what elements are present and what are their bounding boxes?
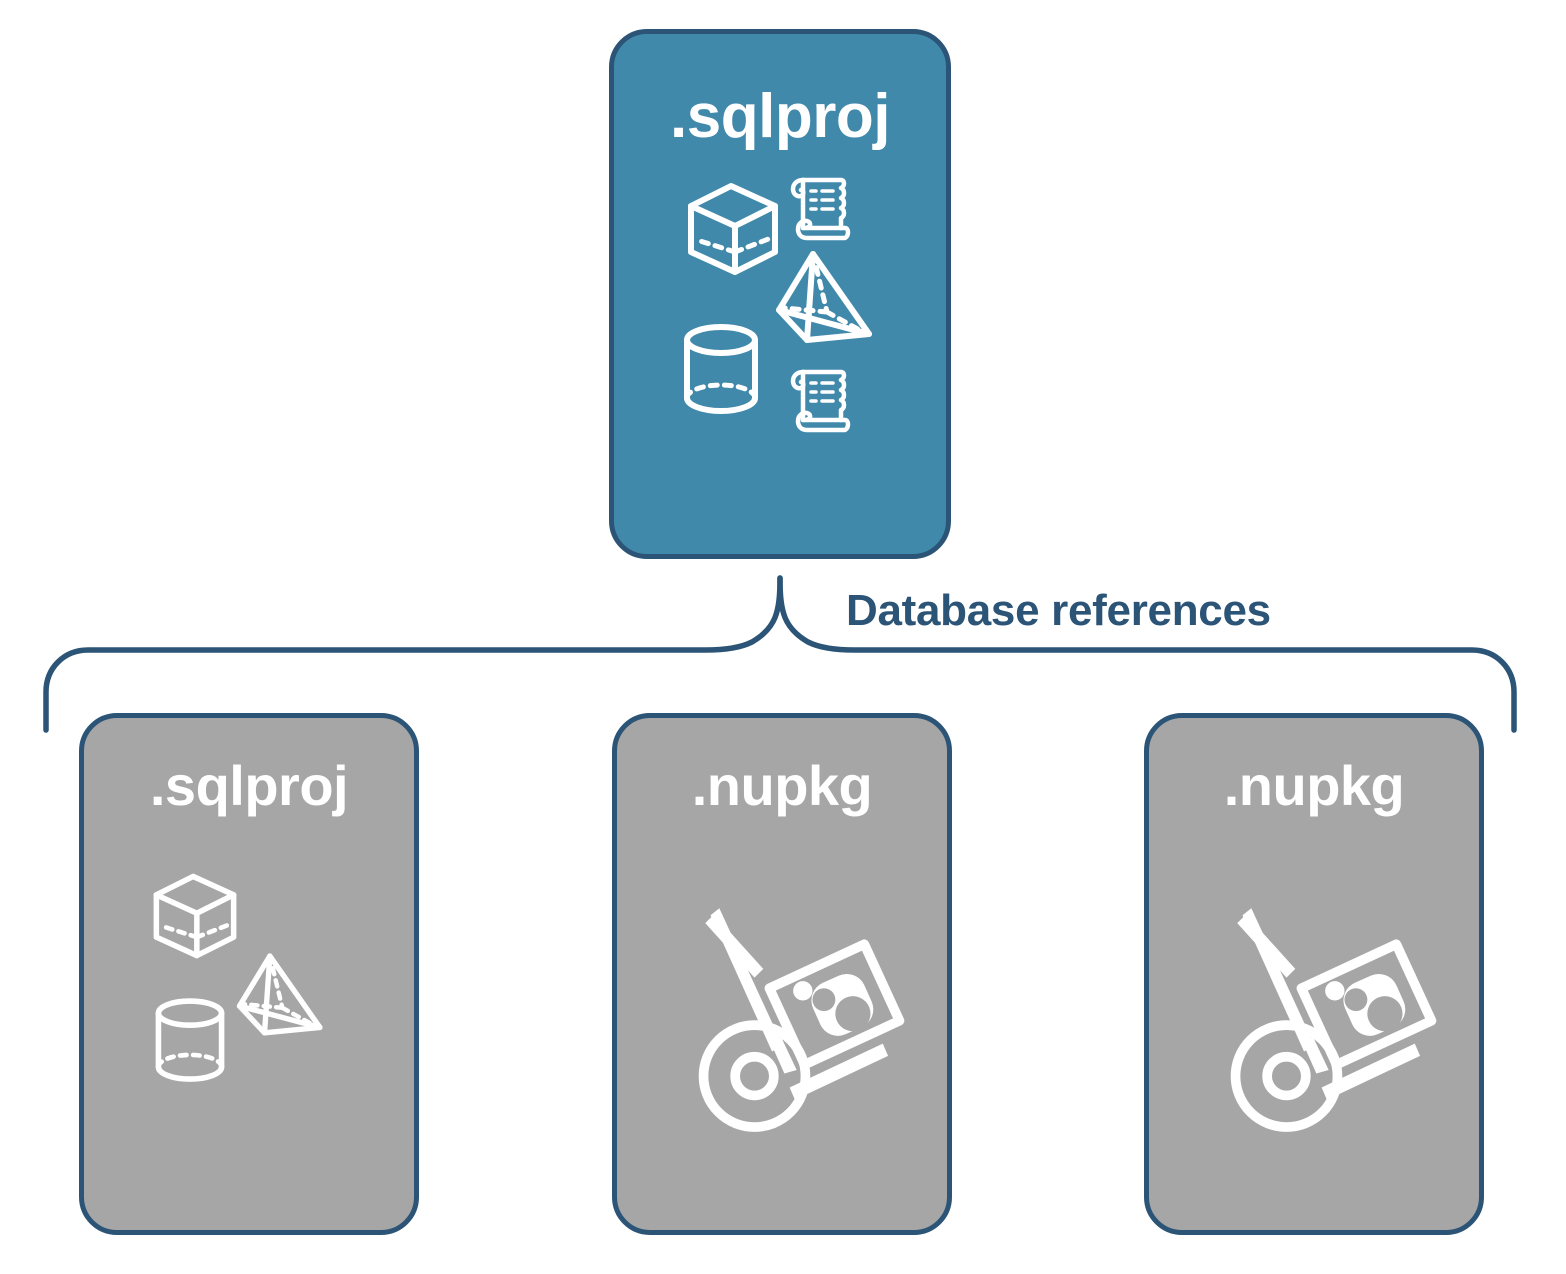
scroll-script-icon bbox=[790, 369, 851, 433]
scroll-script-icon bbox=[790, 177, 851, 241]
reference-node-icon-group bbox=[1164, 834, 1464, 1154]
nuget-package-dolly-icon bbox=[698, 908, 905, 1132]
reference-node-icon-group bbox=[99, 834, 399, 1154]
reference-node-sqlproj[interactable]: .sqlproj bbox=[79, 713, 419, 1235]
cube-wireframe-icon bbox=[153, 873, 237, 959]
reference-node-icon-group bbox=[632, 834, 932, 1154]
nuget-package-dolly-icon bbox=[1230, 908, 1437, 1132]
root-sqlproj-node[interactable]: .sqlproj bbox=[609, 29, 951, 559]
pyramid-wireframe-icon bbox=[776, 251, 872, 343]
reference-node-label: .sqlproj bbox=[149, 754, 349, 817]
reference-node-nupkg-1[interactable]: .nupkg bbox=[612, 713, 952, 1235]
reference-node-label: .nupkg bbox=[691, 754, 873, 817]
reference-node-label: .nupkg bbox=[1223, 754, 1405, 817]
cube-wireframe-icon bbox=[688, 183, 778, 275]
root-node-label: .sqlproj bbox=[670, 82, 890, 151]
root-node-icon-group bbox=[665, 170, 895, 450]
pyramid-wireframe-icon bbox=[236, 953, 323, 1036]
cylinder-wireframe-icon bbox=[155, 998, 225, 1082]
reference-node-nupkg-2[interactable]: .nupkg bbox=[1144, 713, 1484, 1235]
cylinder-wireframe-icon bbox=[684, 324, 758, 414]
connector-label: Database references bbox=[846, 586, 1271, 635]
